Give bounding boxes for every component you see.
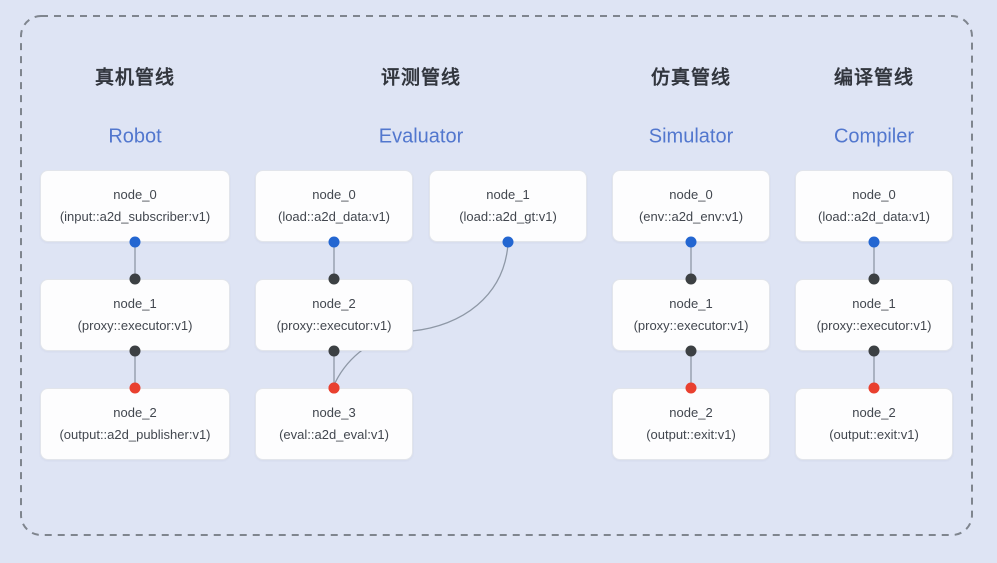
node-card-evaluator-node_2: node_2(proxy::executor:v1) xyxy=(255,279,413,351)
port-dot-blue xyxy=(328,236,340,248)
node-name: node_2 xyxy=(852,405,896,420)
port-dot-black xyxy=(868,273,880,285)
node-type: (load::a2d_data:v1) xyxy=(817,209,931,224)
node-type: (proxy::executor:v1) xyxy=(816,318,932,333)
node-card-compiler-node_2: node_2(output::exit:v1) xyxy=(795,388,953,460)
node-name: node_0 xyxy=(669,187,713,202)
pipeline-subtitle-en-robot: Robot xyxy=(108,125,162,148)
port-dot-black xyxy=(129,273,141,285)
node-type: (load::a2d_data:v1) xyxy=(277,209,391,224)
node-name: node_2 xyxy=(669,405,713,420)
port-dot-black xyxy=(129,345,141,357)
port-dot-red xyxy=(328,382,340,394)
node-card-evaluator-node_0: node_0(load::a2d_data:v1) xyxy=(255,170,413,242)
port-dot-black xyxy=(328,345,340,357)
node-type: (proxy::executor:v1) xyxy=(633,318,749,333)
port-dot-black xyxy=(685,345,697,357)
node-type: (proxy::executor:v1) xyxy=(77,318,193,333)
port-dot-black xyxy=(685,273,697,285)
port-dot-black xyxy=(328,273,340,285)
port-dot-blue xyxy=(502,236,514,248)
node-type: (output::exit:v1) xyxy=(646,427,736,442)
node-type: (eval::a2d_eval:v1) xyxy=(279,427,389,442)
node-card-robot-node_2: node_2(output::a2d_publisher:v1) xyxy=(40,388,230,460)
node-type: (output::a2d_publisher:v1) xyxy=(59,427,211,442)
pipeline-subtitle-en-simulator: Simulator xyxy=(648,125,734,148)
node-name: node_0 xyxy=(312,187,356,202)
node-type: (output::exit:v1) xyxy=(829,427,919,442)
port-dot-blue xyxy=(685,236,697,248)
port-dot-red xyxy=(685,382,697,394)
pipeline-title-zh-simulator: 仿真管线 xyxy=(650,67,732,89)
node-card-compiler-node_1: node_1(proxy::executor:v1) xyxy=(795,279,953,351)
node-card-simulator-node_2: node_2(output::exit:v1) xyxy=(612,388,770,460)
node-name: node_0 xyxy=(113,187,157,202)
node-card-compiler-node_0: node_0(load::a2d_data:v1) xyxy=(795,170,953,242)
node-name: node_1 xyxy=(669,296,713,311)
node-type: (load::a2d_gt:v1) xyxy=(459,209,557,224)
node-name: node_2 xyxy=(113,405,157,420)
node-name: node_2 xyxy=(312,296,356,311)
node-name: node_1 xyxy=(113,296,157,311)
node-name: node_3 xyxy=(312,405,356,420)
pipeline-title-zh-compiler: 编译管线 xyxy=(833,67,915,89)
node-type: (input::a2d_subscriber:v1) xyxy=(59,209,211,224)
port-dot-blue xyxy=(868,236,880,248)
node-name: node_0 xyxy=(852,187,896,202)
pipeline-title-zh-robot: 真机管线 xyxy=(94,67,176,89)
node-card-simulator-node_1: node_1(proxy::executor:v1) xyxy=(612,279,770,351)
node-name: node_1 xyxy=(486,187,530,202)
node-card-simulator-node_0: node_0(env::a2d_env:v1) xyxy=(612,170,770,242)
dashed-boundary xyxy=(20,15,973,536)
node-card-robot-node_0: node_0(input::a2d_subscriber:v1) xyxy=(40,170,230,242)
node-type: (env::a2d_env:v1) xyxy=(638,209,744,224)
port-dot-red xyxy=(129,382,141,394)
node-card-evaluator-node_1: node_1(load::a2d_gt:v1) xyxy=(429,170,587,242)
node-name: node_1 xyxy=(852,296,896,311)
node-card-evaluator-node_3: node_3(eval::a2d_eval:v1) xyxy=(255,388,413,460)
pipeline-title-zh-evaluator: 评测管线 xyxy=(380,67,462,89)
node-card-robot-node_1: node_1(proxy::executor:v1) xyxy=(40,279,230,351)
port-dot-black xyxy=(868,345,880,357)
port-dot-red xyxy=(868,382,880,394)
pipeline-subtitle-en-compiler: Compiler xyxy=(833,125,915,148)
pipeline-subtitle-en-evaluator: Evaluator xyxy=(378,125,464,148)
port-dot-blue xyxy=(129,236,141,248)
node-type: (proxy::executor:v1) xyxy=(276,318,392,333)
